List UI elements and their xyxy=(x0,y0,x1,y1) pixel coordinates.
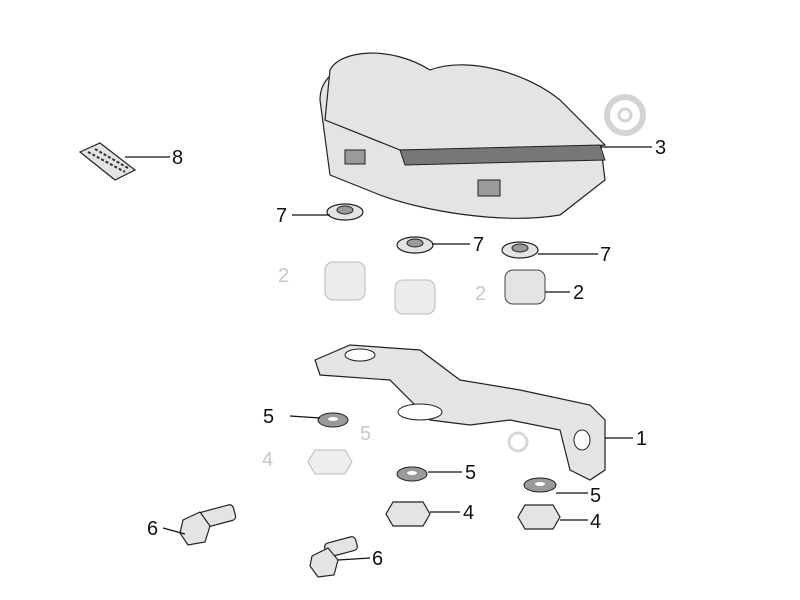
faded-callout-2: 2 xyxy=(278,265,289,287)
callout-4: 4 xyxy=(590,511,601,533)
bracket[interactable] xyxy=(314,344,606,481)
rubber-grommet[interactable] xyxy=(324,261,546,315)
nut-center[interactable] xyxy=(385,501,431,527)
callout-1: 1 xyxy=(636,428,647,450)
callout-2: 2 xyxy=(573,282,584,304)
faded-callout-5: 5 xyxy=(360,423,371,445)
bushing-left[interactable] xyxy=(326,203,364,221)
nut-faded xyxy=(307,449,353,475)
faded-callout-2: 2 xyxy=(475,283,486,305)
bolt-bottom[interactable] xyxy=(309,536,358,578)
gear-icon xyxy=(507,431,529,453)
gear-icon xyxy=(604,94,646,136)
washer-left[interactable] xyxy=(317,412,349,428)
bolt-left[interactable] xyxy=(179,504,237,546)
bushing-center[interactable] xyxy=(396,236,434,254)
washer-center[interactable] xyxy=(396,466,428,482)
callout-3: 3 xyxy=(655,137,666,159)
callout-7: 7 xyxy=(473,234,484,256)
nut-right[interactable] xyxy=(517,504,561,530)
faded-callout-4: 4 xyxy=(262,449,273,471)
bushing-right[interactable] xyxy=(501,241,539,259)
callout-6: 6 xyxy=(147,518,158,540)
callout-6: 6 xyxy=(372,548,383,570)
callout-8: 8 xyxy=(172,147,183,169)
callout-5: 5 xyxy=(263,406,274,428)
washer-right[interactable] xyxy=(523,477,557,493)
label-sticker[interactable] xyxy=(78,142,137,181)
callout-5: 5 xyxy=(590,485,601,507)
speedometer[interactable] xyxy=(319,52,607,219)
callout-7: 7 xyxy=(276,205,287,227)
callout-7: 7 xyxy=(600,244,611,266)
callout-4: 4 xyxy=(463,502,474,524)
callout-5: 5 xyxy=(465,462,476,484)
leader-lines xyxy=(125,146,652,561)
